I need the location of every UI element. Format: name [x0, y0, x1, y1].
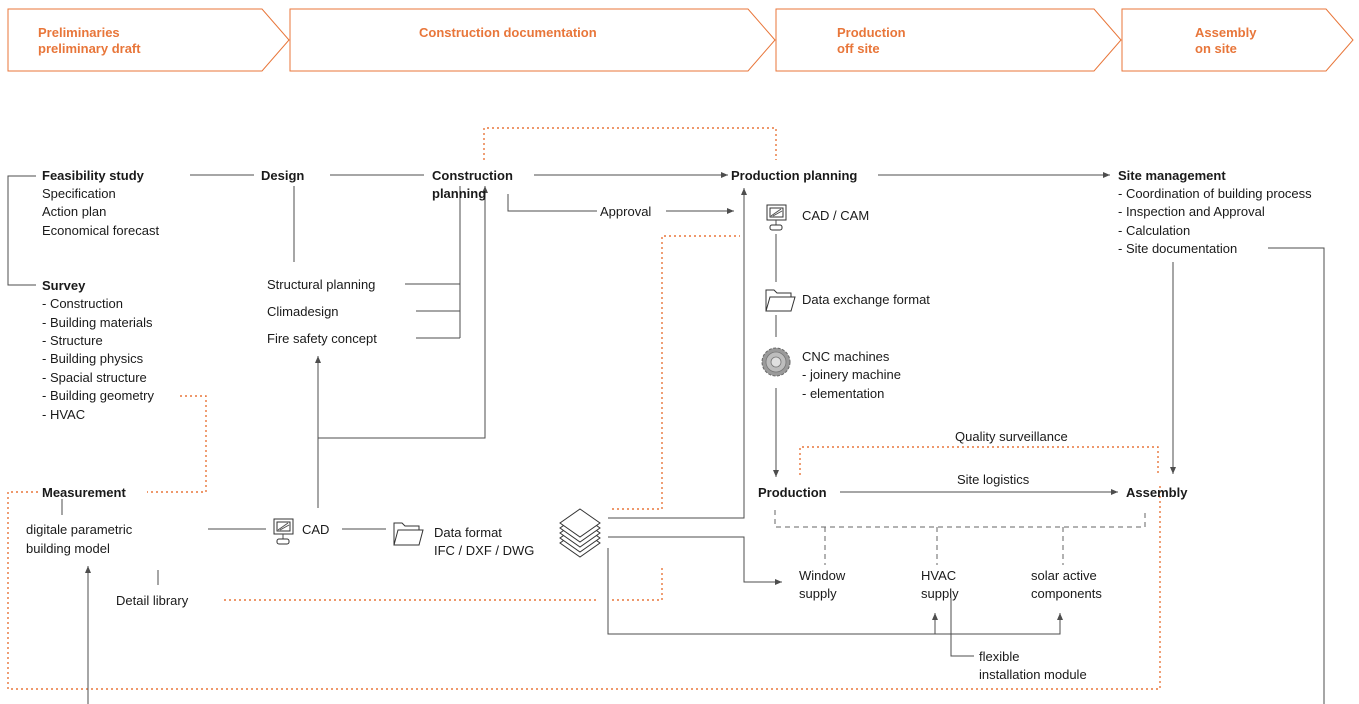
node-design: Design	[261, 168, 304, 183]
dotted-loops	[7, 127, 1161, 690]
node-data-exchange: Data exchange format	[802, 292, 930, 307]
phase-bar: Preliminaries preliminary draft Construc…	[7, 8, 1354, 72]
feasibility-item: Action plan	[42, 204, 106, 219]
site-management-title: Site management	[1118, 168, 1226, 183]
node-approval: Approval	[600, 204, 651, 219]
loop-quality	[799, 446, 1159, 475]
node-construction-planning-line1: Construction	[432, 168, 513, 183]
folder-icon	[393, 522, 424, 546]
layers-icon	[559, 508, 601, 558]
node-survey: Survey - Construction - Building materia…	[42, 278, 154, 422]
survey-item: - Building materials	[42, 315, 153, 330]
node-parametric-model-line1: digitale parametric	[26, 522, 133, 537]
loop-geometry-measurement	[147, 395, 207, 493]
gear-icon	[761, 347, 791, 377]
loop-layers-production	[612, 235, 740, 510]
site-management-item: - Site documentation	[1118, 241, 1237, 256]
phase-production-line1: Production	[837, 25, 906, 40]
survey-item: - Structure	[42, 333, 103, 348]
phase-preliminaries-line1: Preliminaries	[38, 25, 120, 40]
node-measurement: Measurement	[42, 485, 126, 500]
node-solar-line1: solar active	[1031, 568, 1097, 583]
node-assembly: Assembly	[1126, 485, 1188, 500]
survey-item: - Building physics	[42, 351, 144, 366]
phase-construction-documentation-label: Construction documentation	[419, 25, 597, 40]
monitor-icon	[273, 518, 294, 545]
node-detail-library: Detail library	[116, 593, 189, 608]
monitor-icon	[766, 204, 787, 231]
node-fire-safety: Fire safety concept	[267, 331, 377, 346]
survey-title: Survey	[42, 278, 86, 293]
site-management-item: - Coordination of building process	[1118, 186, 1312, 201]
node-site-logistics: Site logistics	[957, 472, 1030, 487]
survey-item: - Building geometry	[42, 388, 154, 403]
survey-item: - Spacial structure	[42, 370, 147, 385]
node-solar-line2: components	[1031, 586, 1102, 601]
feasibility-item: Specification	[42, 186, 116, 201]
node-parametric-model-line2: building model	[26, 541, 110, 556]
node-window-supply-line2: supply	[799, 586, 837, 601]
node-feasibility-study: Feasibility study Specification Action p…	[42, 168, 159, 238]
site-management-item: - Calculation	[1118, 223, 1190, 238]
node-data-format-line2: IFC / DXF / DWG	[434, 543, 534, 558]
node-cad-cam: CAD / CAM	[802, 208, 869, 223]
node-production-planning: Production planning	[731, 168, 857, 183]
supply-dashed	[774, 510, 1146, 565]
site-management-item: - Inspection and Approval	[1118, 204, 1265, 219]
cnc-item: - joinery machine	[802, 367, 901, 382]
node-structural-planning: Structural planning	[267, 277, 375, 292]
folder-icon	[765, 289, 796, 312]
phase-assembly-line1: Assembly	[1195, 25, 1257, 40]
node-flexible-module-line1: flexible	[979, 649, 1019, 664]
node-hvac-supply-line1: HVAC	[921, 568, 956, 583]
phase-preliminaries-line2: preliminary draft	[38, 41, 141, 56]
node-flexible-module-line2: installation module	[979, 667, 1087, 682]
phase-assembly	[1121, 8, 1354, 72]
survey-item: - HVAC	[42, 407, 85, 422]
feasibility-item: Economical forecast	[42, 223, 159, 238]
phase-assembly-line2: on site	[1195, 41, 1237, 56]
node-cad: CAD	[302, 522, 329, 537]
feasibility-title: Feasibility study	[42, 168, 145, 183]
cnc-item: - elementation	[802, 386, 884, 401]
cnc-title: CNC machines	[802, 349, 890, 364]
node-data-format-line1: Data format	[434, 525, 502, 540]
node-window-supply-line1: Window	[799, 568, 846, 583]
loop-construction-production	[483, 127, 777, 160]
phase-preliminaries	[7, 8, 290, 72]
node-hvac-supply-line2: supply	[921, 586, 959, 601]
supply-bus	[774, 510, 1146, 528]
phase-construction-documentation	[289, 8, 776, 72]
node-production: Production	[758, 485, 827, 500]
survey-item: - Construction	[42, 296, 123, 311]
loop-outer	[7, 484, 1161, 690]
phase-production-line2: off site	[837, 41, 880, 56]
node-climadesign: Climadesign	[267, 304, 339, 319]
node-cnc-machines: CNC machines - joinery machine - element…	[802, 349, 901, 401]
node-quality-surveillance: Quality surveillance	[955, 429, 1068, 444]
phase-production	[775, 8, 1122, 72]
loop-detail-up	[612, 567, 663, 601]
connectors	[7, 172, 1325, 704]
node-construction-planning-line2: planning	[432, 186, 486, 201]
node-site-management: Site management - Coordination of buildi…	[1118, 168, 1312, 256]
